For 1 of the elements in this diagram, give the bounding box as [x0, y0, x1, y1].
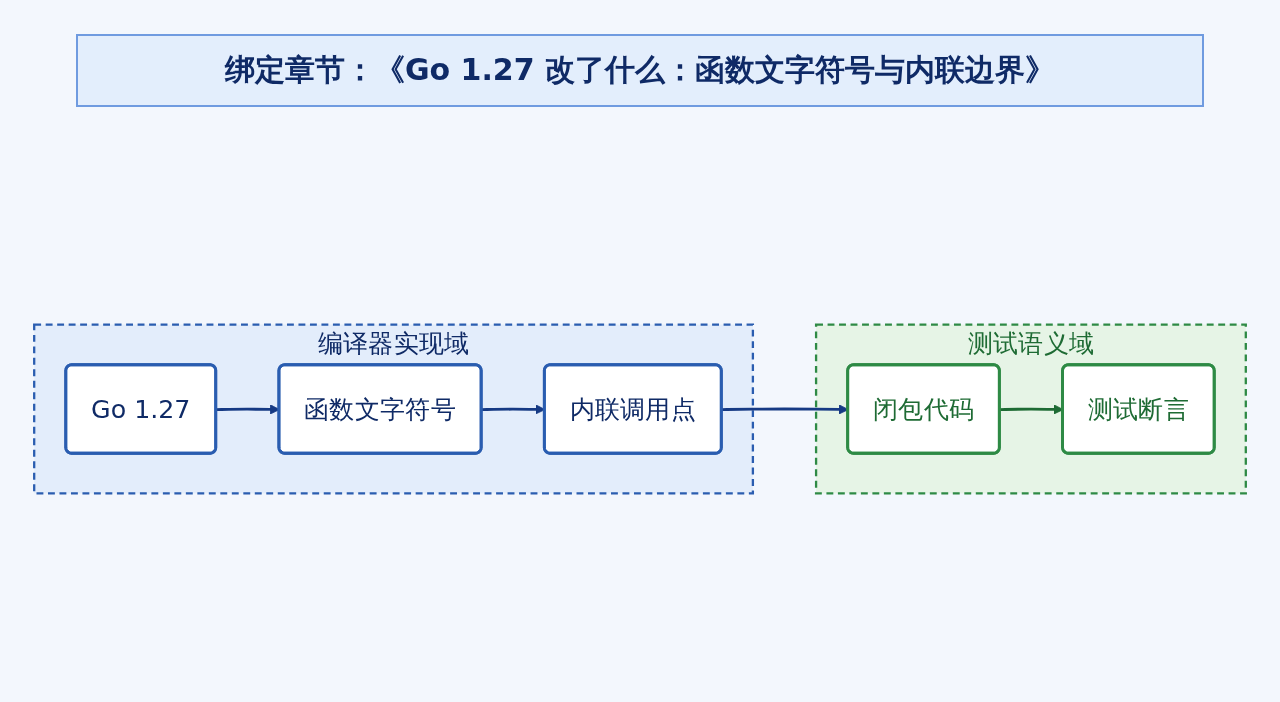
title: 绑定章节：《Go 1.27 改了什么：函数文字符号与内联边界》	[76, 34, 1204, 107]
